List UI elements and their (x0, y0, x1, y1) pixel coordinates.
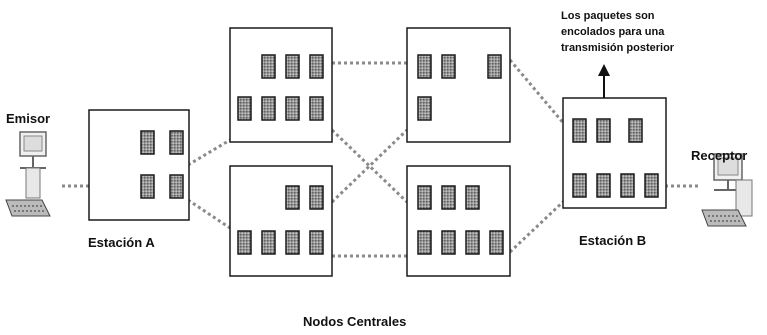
packet-icon (309, 54, 324, 79)
nodos-centrales-label: Nodos Centrales (303, 314, 406, 329)
packet-icon (285, 230, 300, 255)
packet-icon (285, 96, 300, 121)
packet-icon (309, 96, 324, 121)
packet-icon (237, 96, 252, 121)
packet-icon (441, 54, 456, 79)
emisor-label: Emisor (6, 111, 50, 126)
packet-icon (417, 96, 432, 121)
packet-icon (620, 173, 635, 198)
packet-icon (465, 230, 480, 255)
estacion-a-label: Estación A (88, 235, 155, 250)
packet-icon (169, 130, 184, 155)
packet-icon (596, 173, 611, 198)
nodo-central-box (406, 27, 511, 143)
computer-icon (701, 153, 753, 227)
link-a-n3 (187, 198, 231, 230)
nodo-central-box (229, 165, 333, 277)
packet-icon (140, 174, 155, 199)
packet-icon (572, 173, 587, 198)
packet-icon (261, 96, 276, 121)
packet-icon (644, 173, 659, 198)
link-n4-b (508, 198, 567, 254)
nodo-central-box (406, 165, 511, 277)
link-n1-n4 (330, 128, 409, 204)
packet-icon (417, 54, 432, 79)
packet-icon (572, 118, 587, 143)
packet-icon (261, 54, 276, 79)
packet-icon (237, 230, 252, 255)
packets (140, 54, 659, 255)
packet-icon (628, 118, 643, 143)
computer-icon (5, 131, 51, 217)
packet-icon (417, 185, 432, 210)
estacion-b-label: Estación B (579, 233, 646, 248)
packet-icon (487, 54, 502, 79)
annotation-line: encolados para una (561, 26, 665, 38)
link-n3-n2 (330, 128, 409, 204)
packet-icon (169, 174, 184, 199)
packet-icon (285, 185, 300, 210)
arrow-up-icon (598, 64, 610, 98)
packet-icon (309, 185, 324, 210)
packet-icon (465, 185, 480, 210)
annotation-line: Los paquetes son (561, 10, 655, 22)
packet-icon (261, 230, 276, 255)
packet-icon (441, 230, 456, 255)
estacion-a-box (88, 109, 190, 221)
link-n2-b (508, 59, 567, 126)
nodo-central-box (229, 27, 333, 143)
packet-icon (489, 230, 504, 255)
link-a-n1 (187, 138, 231, 167)
packet-icon (417, 230, 432, 255)
packet-icon (441, 185, 456, 210)
packet-icon (596, 118, 611, 143)
packet-icon (309, 230, 324, 255)
links (62, 59, 700, 258)
receptor-label: Receptor (691, 148, 747, 163)
packet-icon (140, 130, 155, 155)
annotation-line: transmisión posterior (561, 42, 675, 54)
annotation: Los paquetes son encolados para una tran… (561, 10, 675, 54)
boxes (88, 27, 667, 277)
packet-icon (285, 54, 300, 79)
